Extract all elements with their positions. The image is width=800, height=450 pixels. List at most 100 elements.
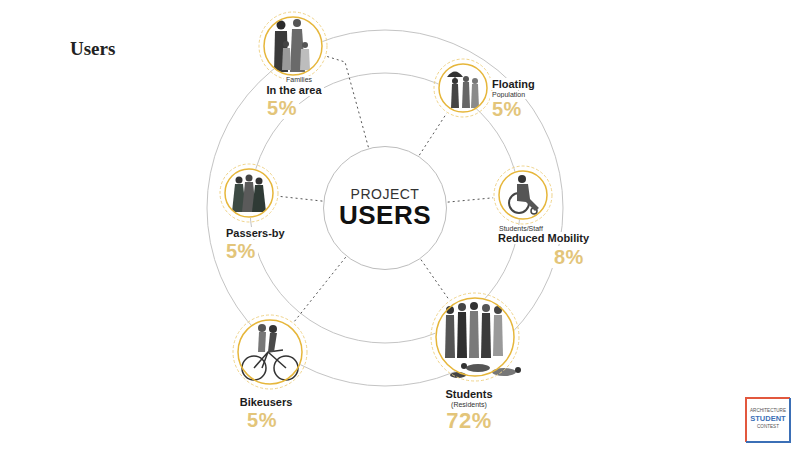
students-photo-part — [481, 313, 491, 358]
floating-photo-part-part — [451, 84, 459, 108]
photo-dashed-ring — [220, 164, 278, 222]
dotted-connector — [279, 196, 323, 201]
contest-logo-frame-part — [746, 398, 790, 442]
photo-dashed-ring — [233, 315, 307, 389]
reduced-mobility-photo-part — [517, 184, 539, 211]
photo-ring — [238, 320, 302, 384]
dotted-connector — [421, 260, 449, 300]
share-percent: 5% — [224, 240, 258, 262]
circle-outline — [435, 297, 515, 377]
families-photo-part-part — [293, 19, 301, 27]
share-percent: 72% — [444, 409, 494, 433]
circle-outline — [438, 63, 488, 113]
group-sublabel: Families — [284, 76, 314, 84]
share-percent: 8% — [552, 246, 586, 268]
group-label: Reduced Mobility — [496, 232, 591, 244]
page-title: Users — [70, 38, 115, 60]
students-photo-part — [470, 302, 478, 310]
students-photo-part — [493, 315, 503, 356]
dotted-connector — [448, 198, 493, 202]
group-label: Passers-by — [224, 227, 287, 239]
reduced-mobility-photo-part — [518, 175, 526, 183]
circle-outline — [263, 16, 323, 76]
bikeusers-photo-part — [254, 350, 286, 368]
circle-outline — [498, 170, 548, 220]
photo-dashed-ring — [434, 59, 492, 117]
students-photo-part — [461, 363, 467, 369]
families-photo-part-part — [283, 41, 289, 47]
dotted-connector — [294, 257, 346, 322]
floating-photo-part-part — [452, 78, 458, 84]
photo-ring — [499, 171, 547, 219]
photo-dashed-ring — [494, 166, 552, 224]
logo-text: CONTEST — [746, 425, 790, 430]
bikeusers-photo-part — [268, 333, 277, 352]
contest-logo-frame-part — [746, 398, 790, 442]
user-group-circle: FloatingPopulation5% — [438, 63, 488, 113]
share-percent: 5% — [490, 98, 524, 120]
user-group-circle: Students(Residents)72% — [435, 297, 515, 377]
floating-photo-part — [447, 72, 479, 109]
photo-ring — [264, 17, 322, 75]
dotted-connector — [327, 56, 369, 147]
group-label: Bikeusers — [238, 396, 295, 408]
students-photo-part — [445, 315, 455, 358]
bikeusers-photo-part — [269, 325, 277, 333]
group-sublabel: (Residents) — [449, 401, 489, 409]
center-kicker: PROJECT — [351, 187, 420, 202]
floating-photo-part-part — [472, 78, 478, 84]
families-photo-part — [263, 16, 323, 76]
logo-text: STUDENT — [746, 415, 790, 423]
reduced-mobility-photo-part — [498, 170, 548, 220]
center-disc — [323, 146, 447, 270]
center-heading: USERS — [339, 202, 431, 229]
center-ring — [324, 147, 447, 270]
passers-by-photo-part-part — [256, 178, 263, 185]
share-percent: 5% — [265, 97, 299, 119]
contest-logo-frame-part — [746, 398, 790, 442]
photo-ring — [225, 169, 273, 217]
students-photo-part — [435, 297, 515, 377]
families-photo-part-part — [300, 49, 310, 70]
floating-photo-part-part — [462, 82, 470, 108]
floating-photo-part — [438, 63, 488, 113]
floating-photo-part-part — [463, 76, 469, 82]
bikeusers-photo-part — [258, 332, 266, 352]
students-photo-part — [466, 364, 490, 372]
students-photo-part — [457, 312, 467, 358]
families-photo-part-part — [282, 48, 291, 70]
floating-photo-part-part — [471, 84, 479, 108]
logo-text: ARCHITECTURE — [746, 409, 790, 414]
reduced-mobility-photo — [498, 170, 548, 220]
photo-ring — [439, 64, 487, 112]
floating-photo — [438, 63, 488, 113]
contest-logo-frame — [746, 398, 790, 442]
families-photo-part — [274, 19, 310, 72]
user-group-circle: Passers-by5% — [224, 168, 274, 218]
group-label: In the area — [264, 84, 323, 96]
user-group-circle: FamiliesIn the area5% — [263, 16, 323, 76]
bikeusers-photo-part — [258, 324, 266, 332]
families-photo — [263, 16, 323, 76]
photo-dashed-ring — [431, 293, 519, 381]
passers-by-photo-part-part — [252, 185, 266, 212]
passers-by-photo — [224, 168, 274, 218]
user-group-circle: Bikeusers5% — [237, 319, 303, 385]
passers-by-photo-part-part — [246, 175, 253, 182]
user-group-circle: Students/StaffReduced Mobility8% — [498, 170, 548, 220]
outer-ring — [207, 30, 563, 386]
photo-dashed-ring — [259, 12, 327, 80]
passers-by-photo-part — [232, 175, 266, 213]
passers-by-photo-part-part — [236, 177, 243, 184]
group-label: Floating — [490, 78, 537, 90]
center-circle: PROJECTUSERS — [323, 146, 447, 270]
students-photo-part — [482, 304, 490, 312]
dotted-connector — [419, 113, 446, 155]
students-photo-part — [458, 303, 466, 311]
students-photo-part — [515, 367, 521, 373]
passers-by-photo-part — [224, 168, 274, 218]
bikeusers-photo-part — [237, 319, 303, 385]
families-photo-part-part — [302, 42, 308, 48]
photo-ring — [436, 298, 514, 376]
